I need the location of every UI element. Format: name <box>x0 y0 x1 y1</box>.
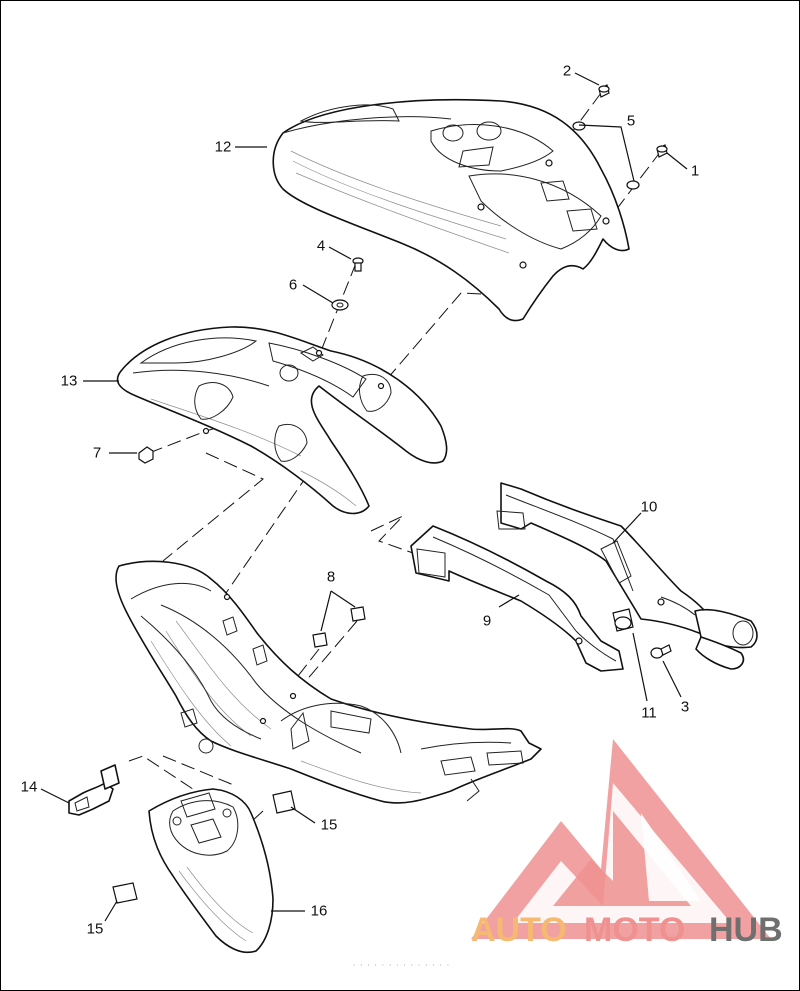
underbody-fender <box>115 560 542 804</box>
callout-12: 12 <box>215 139 232 156</box>
part-10-side-rail <box>496 482 758 670</box>
part-1-screw <box>656 144 668 158</box>
part-15-pad <box>112 790 296 904</box>
callout-3: 3 <box>681 699 689 716</box>
part-6-washer <box>331 299 349 311</box>
footer-code: · · · · · · · · · · · · · · <box>352 962 450 969</box>
callout-14: 14 <box>21 779 38 796</box>
callout-5: 5 <box>627 113 635 130</box>
part-13-fender-support <box>116 326 448 515</box>
part-14-latch <box>68 764 120 816</box>
part-7-nut <box>138 446 154 464</box>
callout-13: 13 <box>61 373 78 390</box>
callout-10: 10 <box>641 499 658 516</box>
part-8-nut <box>312 606 366 648</box>
part-5-washer <box>572 121 640 190</box>
leader-lines <box>40 72 688 922</box>
part-16-mudflap <box>148 788 274 954</box>
callout-15-lower: 15 <box>87 921 104 938</box>
part-12-fender-cover <box>272 98 630 322</box>
part-9-side-rail <box>410 525 624 672</box>
callout-16: 16 <box>311 903 328 920</box>
callout-1: 1 <box>691 163 699 180</box>
part-2-screw <box>598 84 610 98</box>
callout-11: 11 <box>641 705 657 722</box>
callout-4: 4 <box>317 238 325 255</box>
callout-15-upper: 15 <box>321 817 338 834</box>
callout-6: 6 <box>289 277 297 294</box>
callout-labels: 1 2 3 4 5 6 7 8 9 10 11 12 13 14 15 15 1… <box>21 63 700 938</box>
watermark-text-moto: MOTO <box>584 911 685 949</box>
callout-9: 9 <box>483 613 491 630</box>
part-3-bolt <box>650 644 672 659</box>
watermark-text-hub: HUB <box>709 911 783 949</box>
watermark-text-auto: AUTO <box>471 911 567 949</box>
watermark-text: AUTO MOTO HUB <box>471 911 783 949</box>
callout-7: 7 <box>93 445 101 462</box>
watermark-logo-icon <box>471 739 771 939</box>
part-11-spacer <box>612 608 634 632</box>
callout-8: 8 <box>327 569 335 586</box>
callout-2: 2 <box>563 63 571 80</box>
part-4-screw <box>352 257 364 272</box>
